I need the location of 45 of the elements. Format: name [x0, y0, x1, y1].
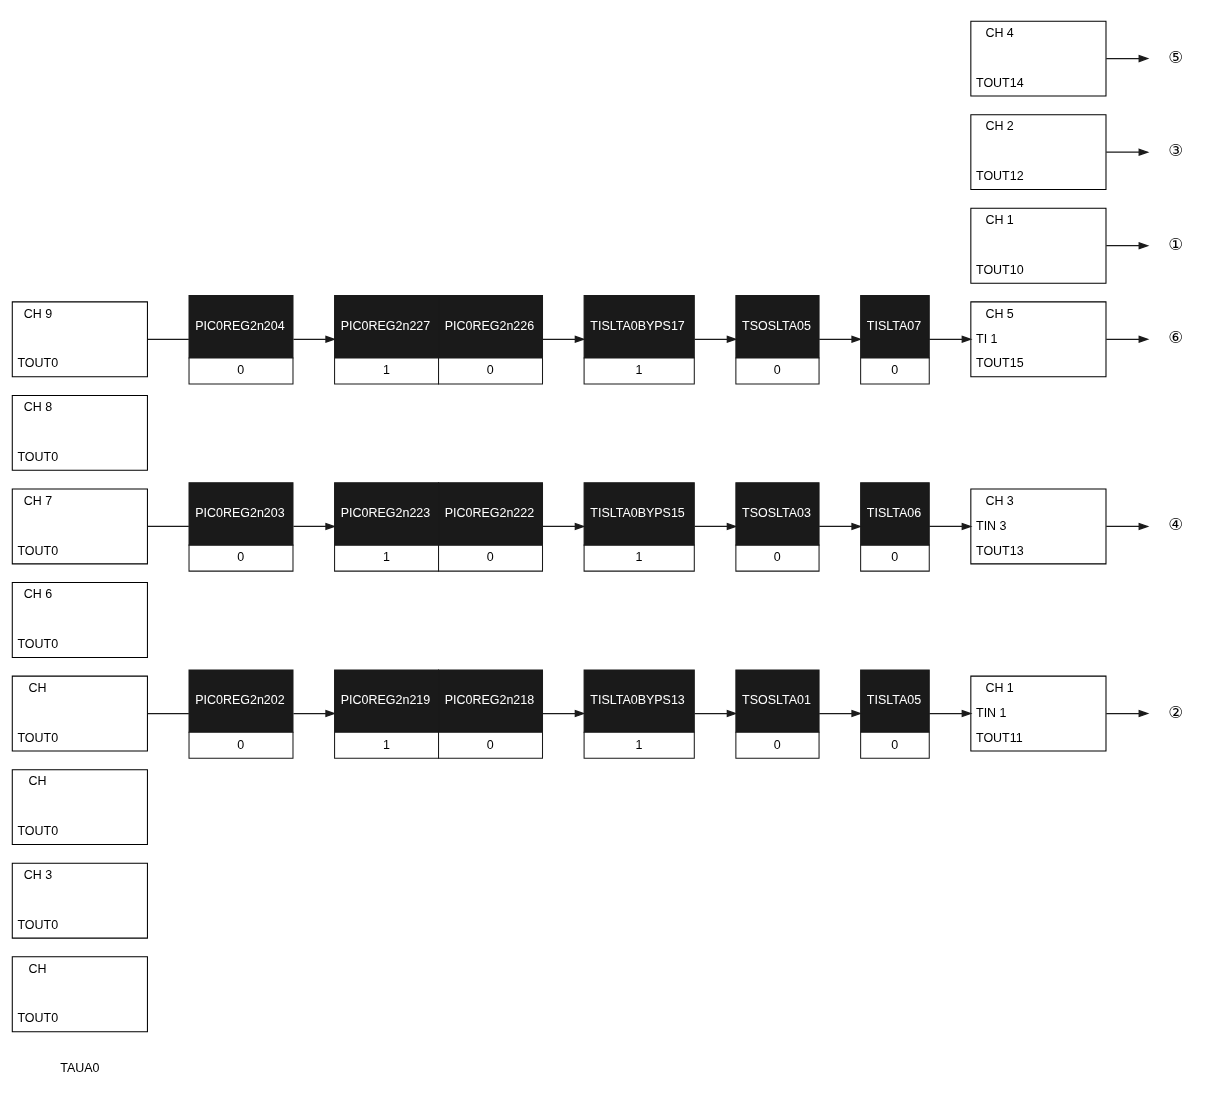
node-text: ⑤: [1168, 47, 1184, 67]
arrow: [928, 335, 973, 343]
arrow: [292, 709, 337, 717]
node-text: ③: [1168, 140, 1184, 160]
arrow: [1105, 147, 1150, 156]
arrow: [542, 522, 586, 530]
connector: [147, 338, 190, 340]
node-box: CH 9 TOUT0: [11, 300, 148, 377]
connector: [147, 525, 190, 527]
node-box: CH 2 TOUT12: [970, 113, 1107, 190]
arrow: [542, 709, 586, 717]
connector: [147, 712, 190, 714]
arrow: [1105, 709, 1150, 717]
arrow: [694, 522, 738, 530]
arrow: [928, 522, 973, 530]
arrow: [292, 522, 337, 530]
node-box: CH 4 TOUT14: [970, 20, 1107, 97]
node-box: CH TOUT0: [11, 955, 148, 1032]
node-box: CH 5 TI 1 TOUT15: [970, 300, 1107, 377]
node-box: CH TOUT0: [11, 768, 148, 845]
arrow: [818, 709, 863, 717]
arrow: [694, 709, 738, 717]
arrow: [1105, 54, 1150, 62]
node-box: CH 1 TIN 1 TOUT11: [970, 675, 1107, 751]
arrow: [694, 335, 738, 343]
label: TAUA0: [60, 1060, 100, 1075]
node-text: ⑥: [1168, 327, 1184, 347]
node-box: CH 8 TOUT0: [11, 394, 148, 471]
node-box: CH 3 TIN 3 TOUT13: [970, 488, 1107, 564]
arrow: [1105, 522, 1150, 530]
node-text: ①: [1168, 234, 1184, 254]
node-text: ④: [1168, 514, 1184, 534]
arrow: [1105, 335, 1150, 343]
arrow: [542, 335, 586, 343]
node-box: CH 6 TOUT0: [11, 581, 148, 658]
arrow: [292, 335, 337, 343]
node-box: CH 1 TOUT10: [970, 207, 1107, 284]
node-box: CH 7 TOUT0: [11, 488, 148, 564]
arrow: [928, 709, 973, 717]
node-box: CH 3 TOUT0: [11, 862, 148, 939]
node-text: ②: [1168, 702, 1184, 722]
arrow: [818, 335, 863, 343]
arrow: [818, 522, 863, 530]
node-box: CH TOUT0: [11, 675, 148, 751]
arrow: [1105, 241, 1150, 249]
